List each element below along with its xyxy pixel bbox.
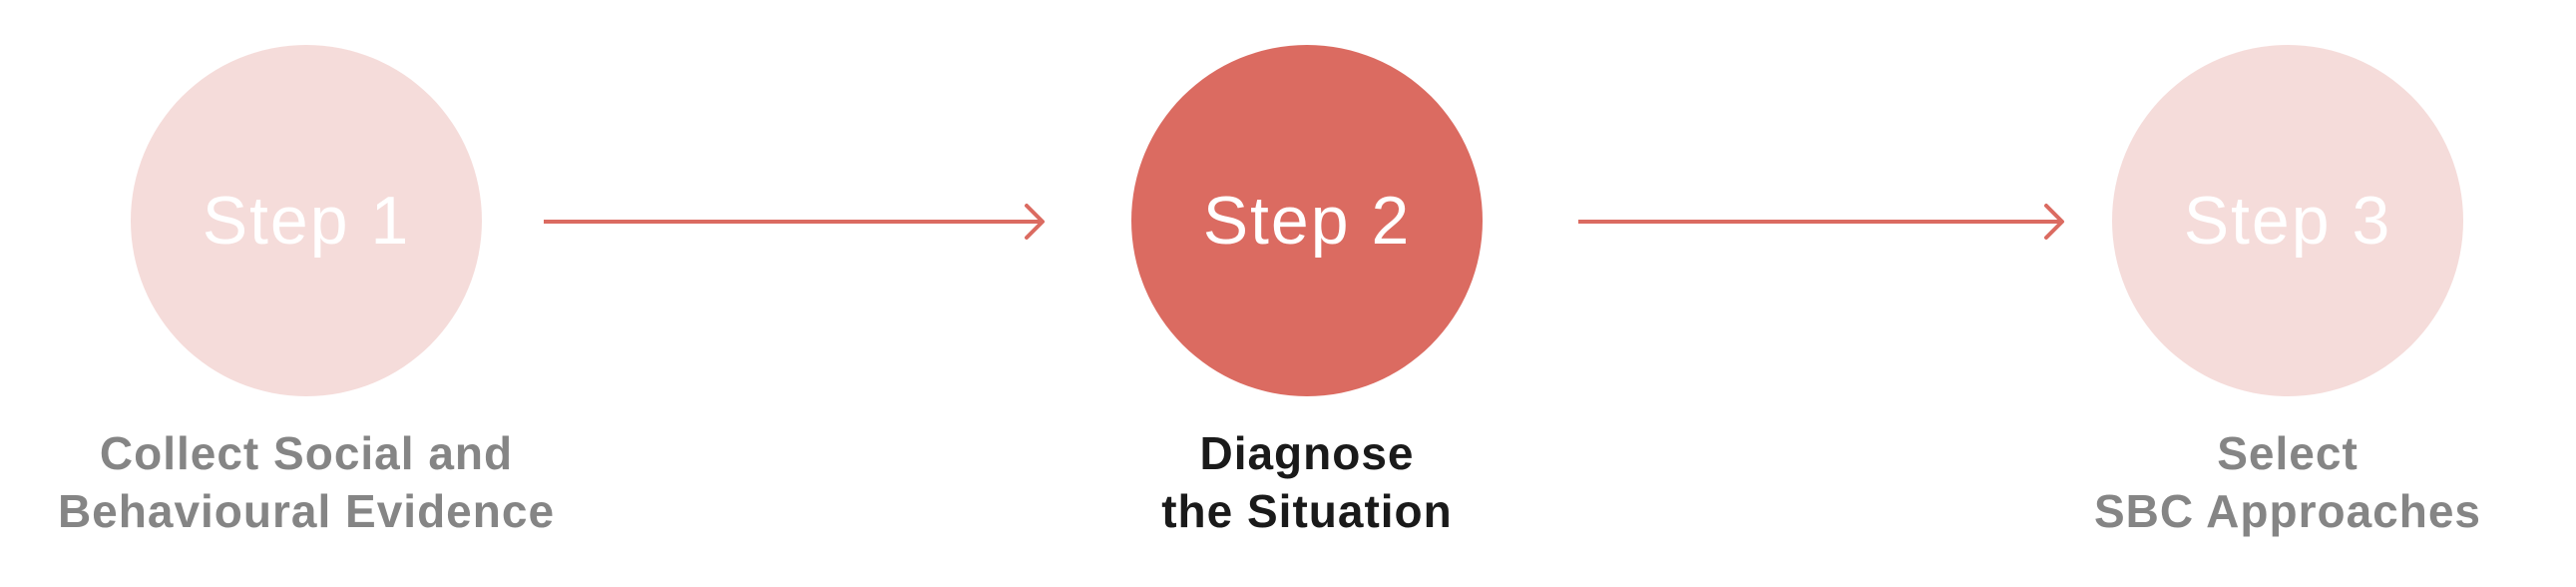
step-3-caption: Select SBC Approaches <box>1968 424 2576 540</box>
step-3-node: Step 3 Select SBC Approaches <box>1968 0 2576 587</box>
step-1-node: Step 1 Collect Social and Behavioural Ev… <box>0 0 626 587</box>
step-1-caption-line-1: Collect Social and <box>99 427 514 479</box>
step-2-caption: Diagnose the Situation <box>988 424 1626 540</box>
step-2-label: Step 2 <box>1202 183 1412 259</box>
step-3-caption-line-1: Select <box>2217 427 2359 479</box>
step-1-caption: Collect Social and Behavioural Evidence <box>0 424 626 540</box>
arrow-step-1-to-2 <box>544 202 1048 242</box>
step-1-circle: Step 1 <box>131 45 482 396</box>
step-1-label: Step 1 <box>202 183 411 259</box>
arrow-step-2-to-3 <box>1578 202 2067 242</box>
step-3-caption-line-2: SBC Approaches <box>2093 485 2482 537</box>
arrow-right-icon <box>1578 204 2064 240</box>
step-2-node: Step 2 Diagnose the Situation <box>988 0 1626 587</box>
step-2-caption-line-2: the Situation <box>1161 485 1453 537</box>
arrow-right-icon <box>544 204 1045 240</box>
step-2-caption-line-1: Diagnose <box>1199 427 1415 479</box>
step-3-label: Step 3 <box>2183 183 2392 259</box>
step-2-circle: Step 2 <box>1131 45 1483 396</box>
step-3-circle: Step 3 <box>2112 45 2463 396</box>
step-1-caption-line-2: Behavioural Evidence <box>57 485 556 537</box>
